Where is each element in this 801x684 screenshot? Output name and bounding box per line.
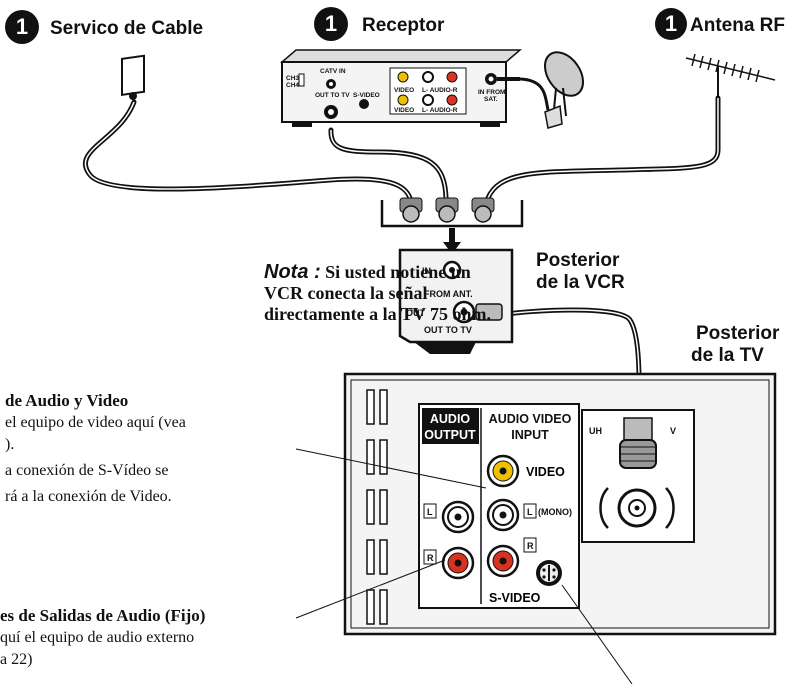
step-number: 1 bbox=[665, 11, 677, 36]
wall-outlet bbox=[121, 54, 145, 100]
vcr-back-panel: IN FROM ANT. OUT OUT TO TV bbox=[398, 248, 514, 354]
audio-output-label-2: OUTPUT bbox=[424, 428, 476, 442]
audio-output-label-1: AUDIO bbox=[430, 412, 471, 426]
step-number-badge bbox=[655, 8, 687, 40]
receiver-label: Receptor bbox=[362, 15, 445, 36]
vcr-title-1: Posterior bbox=[536, 250, 620, 271]
tv-back-panel: AUDIO OUTPUT AUDIO VIDEO INPUT VIDEO L (… bbox=[343, 372, 777, 636]
vcr-in-label: IN bbox=[422, 266, 431, 276]
audio-l-jack-1 bbox=[422, 71, 434, 83]
antenna-label: Antena RF bbox=[690, 15, 785, 36]
uhf-port-label-left: UH bbox=[589, 426, 602, 436]
ch3-label: CH3 bbox=[286, 75, 299, 82]
svideo-label: S-VIDEO bbox=[353, 92, 380, 99]
audio-output-callout: es de Salidas de Audio (Fijo) quí el equ… bbox=[0, 605, 205, 671]
step-number-badge bbox=[5, 10, 39, 44]
svideo-input-label: S-VIDEO bbox=[489, 591, 541, 605]
audio-label-1: L- AUDIO-R bbox=[422, 87, 458, 94]
r-output-letter: R bbox=[427, 553, 434, 563]
video-input-jack bbox=[486, 454, 520, 488]
catv-in-label: CATV IN bbox=[320, 68, 346, 75]
cable-connector-3 bbox=[471, 197, 495, 223]
av-input-label-2: INPUT bbox=[511, 428, 549, 442]
mono-label: (MONO) bbox=[538, 507, 572, 517]
l-mono-input-letter: L bbox=[527, 507, 533, 517]
l-output-letter: L bbox=[427, 507, 433, 517]
av-callout: de Audio y Video el equipo de video aquí… bbox=[5, 390, 186, 508]
av-callout-title: de Audio y Video bbox=[5, 391, 129, 410]
channel-switch bbox=[298, 73, 305, 87]
vcr-title-2: de la VCR bbox=[536, 272, 625, 293]
cable-connector-1 bbox=[399, 197, 423, 223]
audio-r-jack-2 bbox=[446, 94, 458, 106]
note-text: Nota : Si usted notiene un VCR conecta l… bbox=[264, 262, 504, 325]
svideo-input-jack bbox=[536, 560, 562, 586]
audio-l-jack-2 bbox=[422, 94, 434, 106]
audio-l-output-jack bbox=[441, 500, 475, 534]
in-from-sat-label-2: SAT. bbox=[484, 96, 498, 103]
ch4-label: CH4 bbox=[286, 82, 299, 89]
cable-service-label: Servico de Cable bbox=[50, 18, 203, 39]
step-number: 1 bbox=[325, 11, 337, 36]
av-callout-line-2: ). bbox=[5, 436, 15, 453]
connector-tray bbox=[380, 197, 524, 254]
audio-r-output-jack bbox=[441, 546, 475, 580]
receiver-box: CH3 CH4 CATV IN OUT TO TV S-VIDEO VIDEO … bbox=[279, 49, 523, 127]
tv-title-1: Posterior bbox=[696, 323, 780, 344]
audio-r-jack-1 bbox=[446, 71, 458, 83]
in-from-sat-label-1: IN FROM bbox=[478, 89, 505, 96]
vcr-out-connector bbox=[475, 303, 503, 321]
out-to-tv-label: OUT TO TV bbox=[315, 92, 350, 99]
av-callout-line-1: el equipo de video aquí (vea bbox=[5, 414, 186, 431]
rf-antenna-icon bbox=[685, 53, 776, 98]
audio-r-input-jack bbox=[486, 544, 520, 578]
r-input-letter: R bbox=[527, 541, 534, 551]
av-input-label-1: AUDIO VIDEO bbox=[489, 412, 572, 426]
vcr-out-label: OUT bbox=[406, 308, 426, 318]
outlet-jack bbox=[129, 92, 137, 100]
callout-lines bbox=[295, 448, 633, 684]
antenna-wire bbox=[485, 95, 721, 201]
coax-plug-icon bbox=[619, 417, 657, 469]
audio-output-callout-line-1: quí el equipo de audio externo bbox=[0, 629, 195, 646]
receiver-wire bbox=[328, 127, 449, 201]
video-label-1: VIDEO bbox=[394, 87, 414, 94]
step-number-badge bbox=[314, 7, 348, 41]
audio-output-callout-line-2: a 22) bbox=[0, 651, 33, 668]
vcr-from-ant-label: FROM ANT. bbox=[424, 289, 473, 299]
satellite-dish-icon bbox=[519, 51, 585, 129]
vcr-out-to-tv-label: OUT TO TV bbox=[424, 325, 472, 335]
step-number: 1 bbox=[16, 14, 28, 39]
cable-connector-2 bbox=[435, 197, 459, 223]
svideo-jack bbox=[359, 99, 369, 109]
cable-heading: 1 Servico de Cable bbox=[5, 10, 203, 44]
tv-title-2: de la TV bbox=[691, 345, 764, 366]
audio-output-header bbox=[422, 408, 479, 444]
audio-output-callout-title: es de Salidas de Audio (Fijo) bbox=[0, 606, 206, 625]
note-label: Nota : bbox=[264, 261, 321, 283]
receiver-heading: 1 Receptor bbox=[314, 7, 445, 41]
av-callout-line-3: a conexión de S-Vídeo se bbox=[5, 462, 169, 479]
down-arrow-icon bbox=[443, 228, 461, 254]
av-callout-line-4: rá a la conexión de Video. bbox=[5, 488, 172, 505]
video-jack-2 bbox=[397, 94, 409, 106]
video-label-2: VIDEO bbox=[394, 107, 414, 114]
audio-l-mono-input-jack bbox=[486, 498, 520, 532]
video-jack-1 bbox=[397, 71, 409, 83]
uhf-port-label-right: V bbox=[670, 426, 676, 436]
tv-vent-slots bbox=[366, 389, 388, 625]
note-body: Si usted notiene un VCR conecta la señal… bbox=[264, 262, 491, 324]
antenna-heading: 1 Antena RF bbox=[655, 8, 785, 40]
audio-label-2: L- AUDIO-R bbox=[422, 107, 458, 114]
video-input-label: VIDEO bbox=[526, 465, 565, 479]
